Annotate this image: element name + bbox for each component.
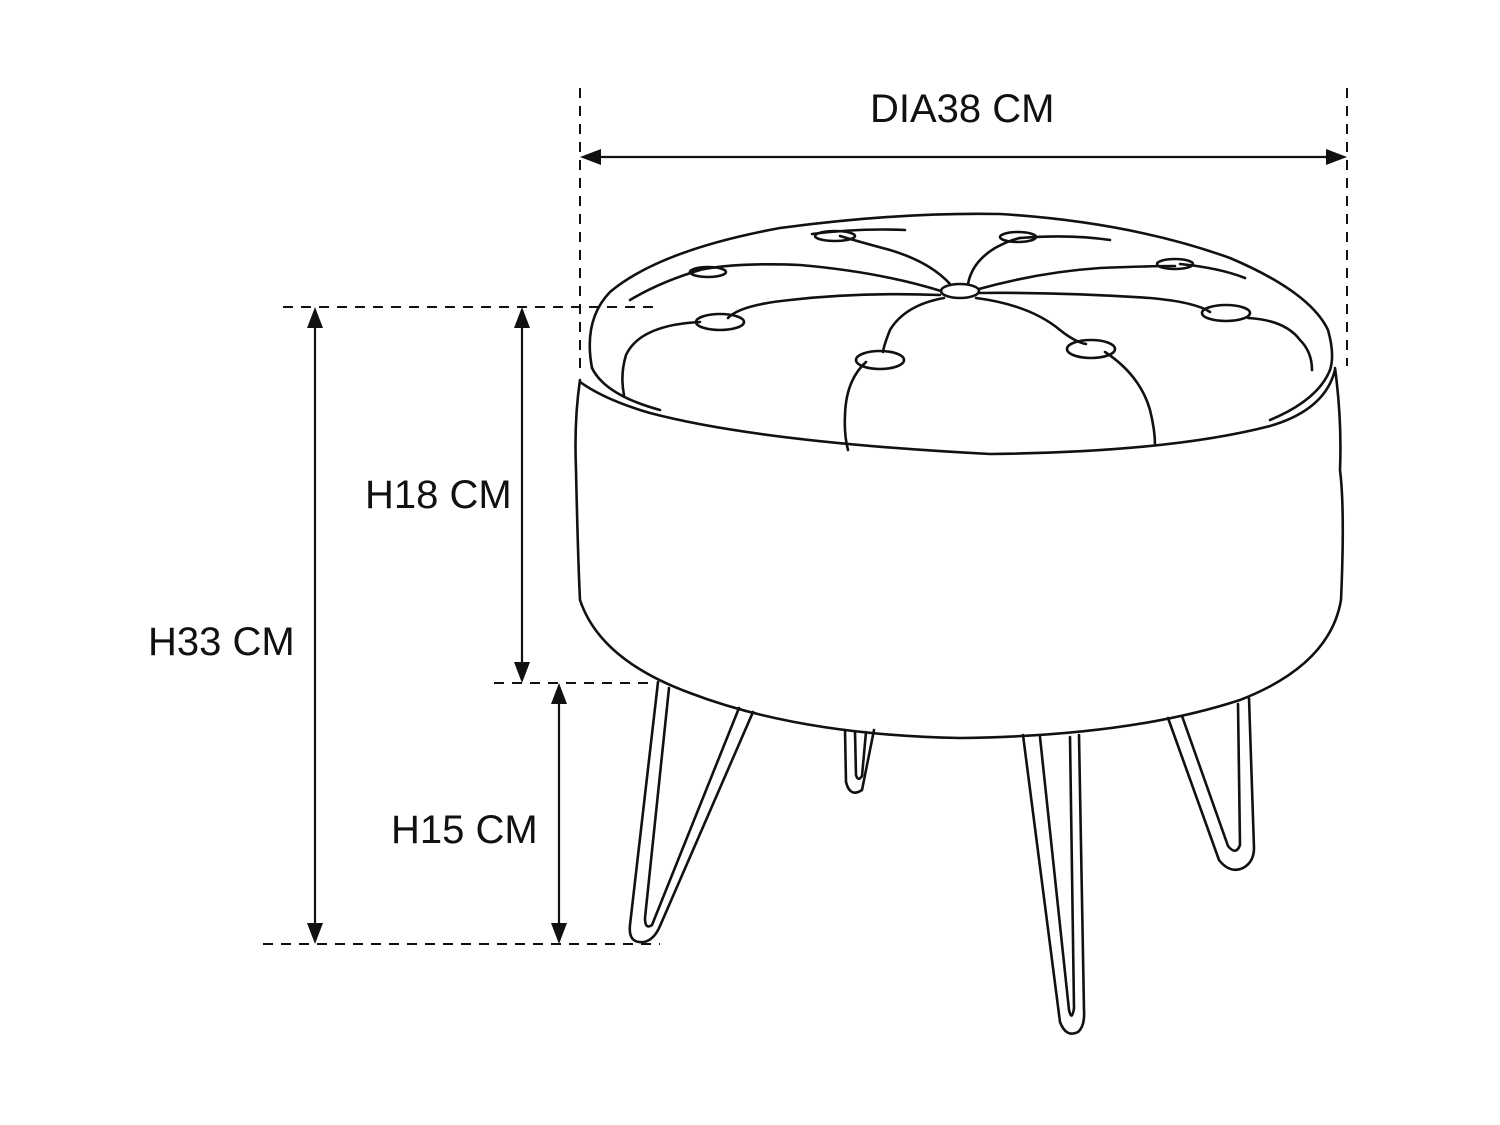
tuft-button (998, 230, 1038, 244)
tuft-button (813, 229, 857, 243)
tuft-button (688, 265, 728, 279)
leg-height-label: H15 CM (391, 808, 538, 852)
diameter-label: DIA38 CM (870, 87, 1055, 131)
seat-height-label: H18 CM (365, 473, 512, 517)
tuft-button (1200, 303, 1252, 323)
front-right-leg (1021, 733, 1086, 1035)
total-height-label: H33 CM (148, 620, 295, 664)
total-height-dimension-arrow (307, 307, 323, 944)
tuft-button (694, 312, 746, 332)
tuft-button (1065, 338, 1117, 360)
tuft-button (854, 349, 906, 371)
ottoman-base (574, 366, 1345, 740)
center-button (939, 282, 981, 300)
tufted-cushion (588, 212, 1334, 452)
front-left-leg (628, 680, 755, 944)
extension-lines (263, 88, 1348, 945)
hairpin-legs (628, 680, 1256, 1035)
diameter-dimension-arrow (580, 149, 1347, 165)
tuft-button (1155, 257, 1195, 271)
seat-height-dimension-arrow (514, 307, 530, 683)
leg-height-dimension-arrow (551, 683, 567, 944)
rear-left-leg (843, 728, 876, 794)
rear-right-leg (1166, 696, 1256, 872)
